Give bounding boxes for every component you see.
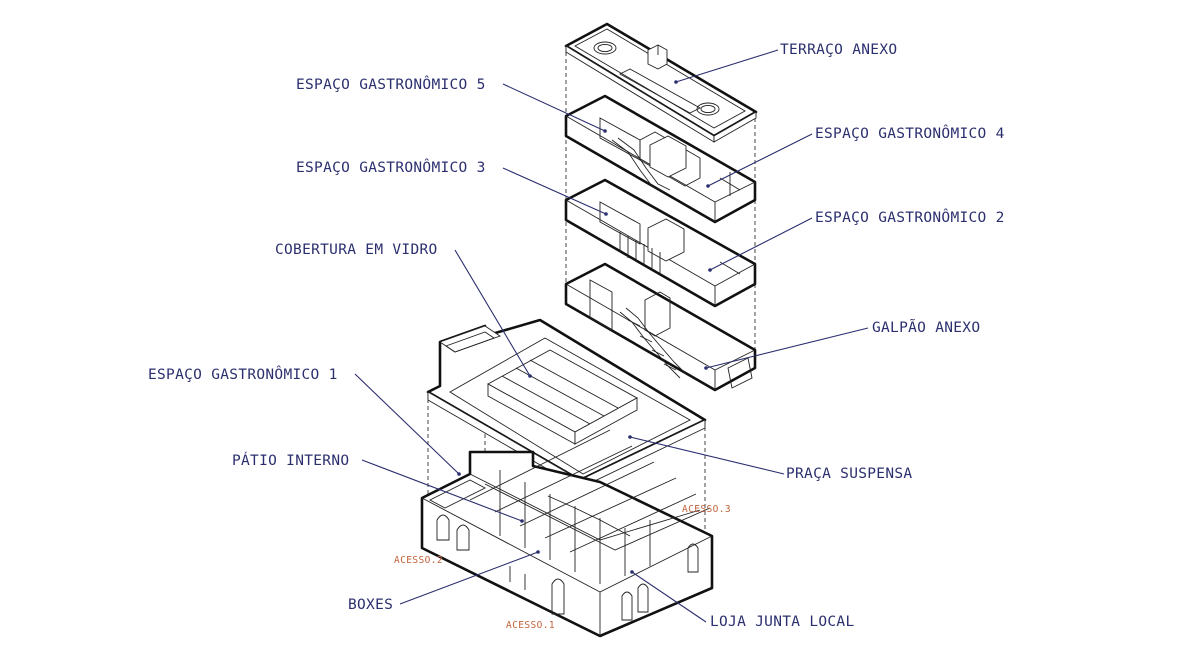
pavimento-espaco-3-2 — [564, 178, 757, 308]
label-espaco-gastronomico-3: ESPAÇO GASTRONÔMICO 3 — [296, 160, 486, 176]
label-praca-suspensa: PRAÇA SUSPENSA — [786, 466, 913, 482]
label-boxes: BOXES — [348, 597, 394, 613]
label-espaco-gastronomico-5: ESPAÇO GASTRONÔMICO 5 — [296, 77, 486, 93]
label-loja-junta-local: LOJA JUNTA LOCAL — [710, 614, 855, 630]
leader-lines — [354, 49, 869, 623]
label-patio-interno: PÁTIO INTERNO — [232, 453, 350, 469]
galpao-anexo-volume — [564, 262, 757, 392]
label-acesso-2: ACESSO.2 — [394, 555, 443, 566]
label-galpao-anexo: GALPÃO ANEXO — [872, 320, 981, 336]
terraco-anexo-slab — [564, 22, 758, 143]
label-terraco-anexo: TERRAÇO ANEXO — [780, 42, 898, 58]
label-acesso-1: ACESSO.1 — [506, 620, 555, 631]
label-acesso-3: ACESSO.3 — [682, 504, 731, 515]
pavimento-espaco-5-4 — [564, 94, 757, 224]
label-espaco-gastronomico-2: ESPAÇO GASTRONÔMICO 2 — [815, 210, 1005, 226]
label-cobertura-em-vidro: COBERTURA EM VIDRO — [275, 242, 438, 258]
label-espaco-gastronomico-1: ESPAÇO GASTRONÔMICO 1 — [148, 367, 338, 383]
label-espaco-gastronomico-4: ESPAÇO GASTRONÔMICO 4 — [815, 126, 1005, 142]
terreo-block — [420, 429, 714, 638]
